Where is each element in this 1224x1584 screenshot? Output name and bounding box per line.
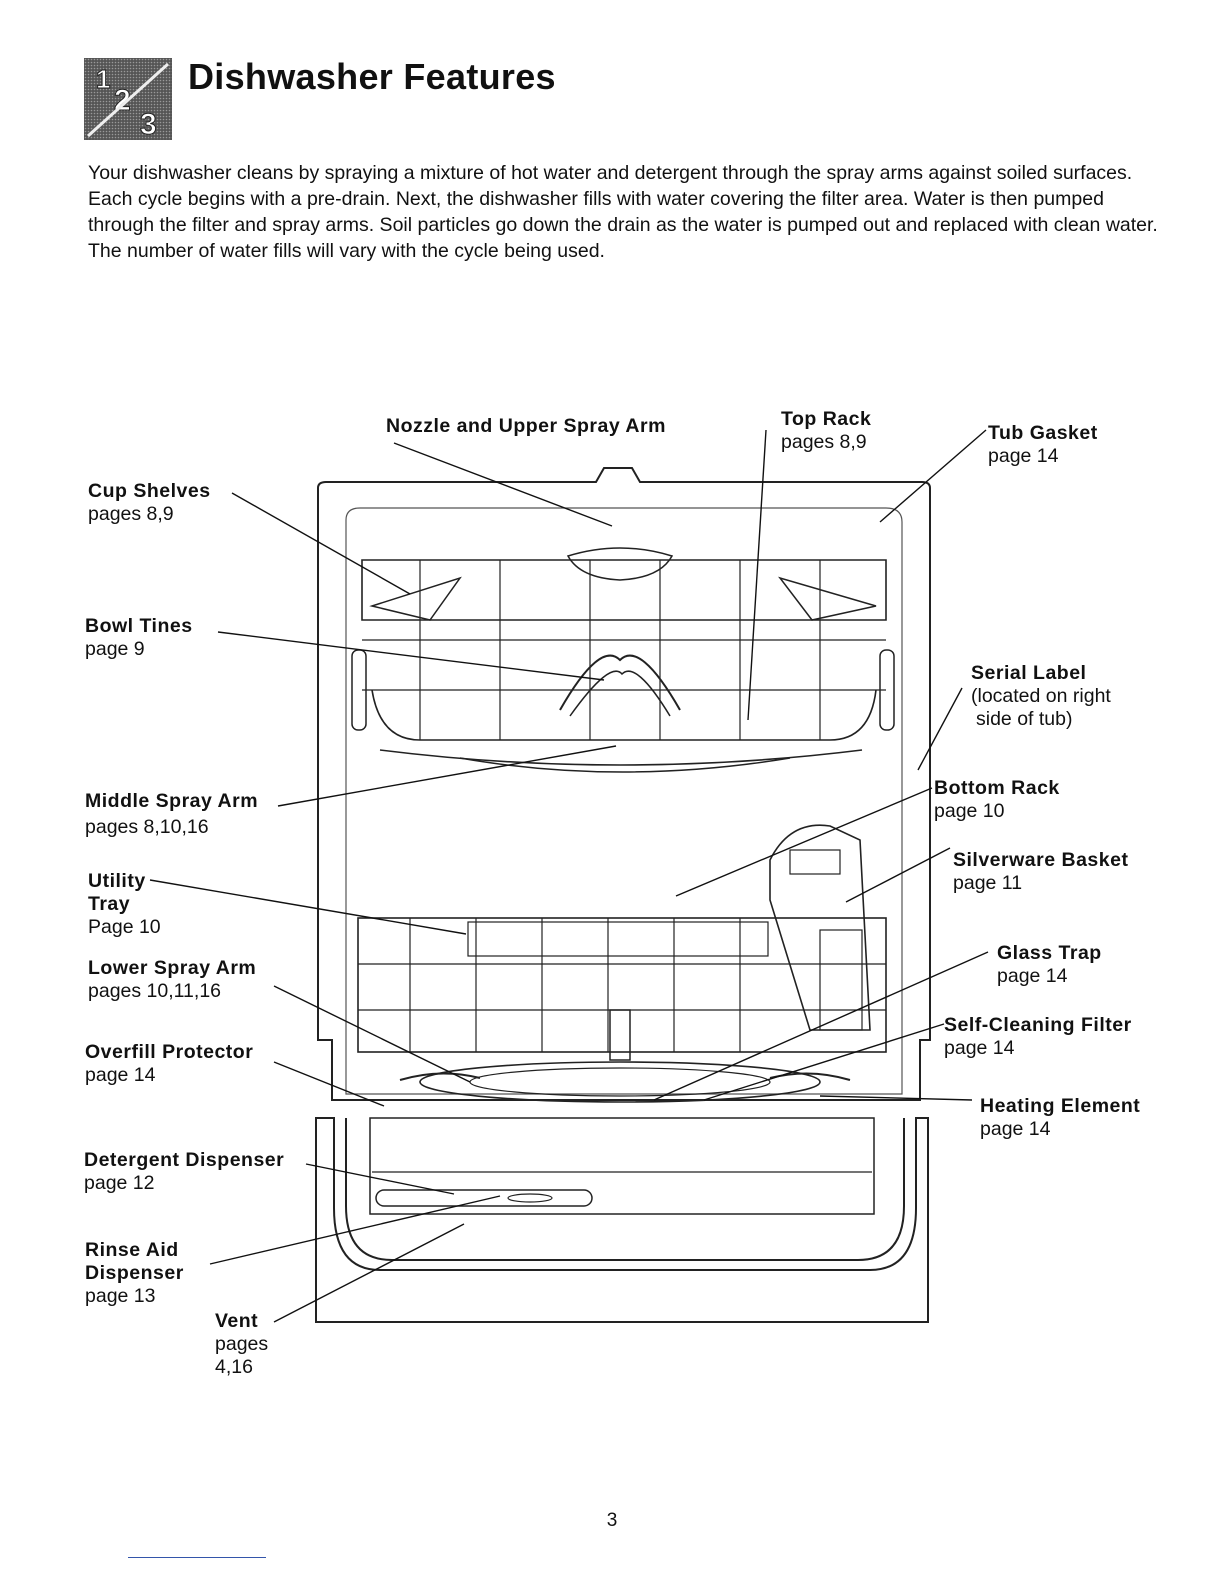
label-self-cleaning-filter: Self-Cleaning Filter page 14 — [944, 1014, 1132, 1060]
label-page: pages 8,9 — [781, 431, 867, 453]
label-name: Self-Cleaning Filter — [944, 1014, 1132, 1036]
label-rinse-aid-dispenser: Rinse Aid Dispenser page 13 — [85, 1239, 184, 1308]
label-top-rack: Top Rack pages 8,9 — [781, 408, 871, 454]
label-name: Vent — [215, 1310, 259, 1332]
label-utility-tray: Utility Tray Page 10 — [88, 870, 161, 939]
label-page: Page 10 — [88, 916, 161, 938]
label-serial-label: Serial Label (located on right side of t… — [971, 662, 1111, 731]
label-name: Overfill Protector — [85, 1041, 254, 1063]
label-vent: Vent pages 4,16 — [215, 1310, 268, 1379]
label-page: pages 8,9 — [88, 503, 174, 525]
page-number: 3 — [606, 1510, 618, 1531]
label-page: page 14 — [988, 445, 1059, 467]
footer-divider — [128, 1557, 266, 1558]
label-page: page 14 — [85, 1064, 156, 1086]
label-page: page 14 — [944, 1037, 1015, 1059]
label-page: (located on right — [971, 685, 1111, 707]
label-name: Nozzle and Upper Spray Arm — [386, 415, 666, 437]
label-heating-element: Heating Element page 14 — [980, 1095, 1140, 1141]
label-name: Top Rack — [781, 408, 872, 430]
label-bottom-rack: Bottom Rack page 10 — [934, 777, 1060, 823]
label-name: Bottom Rack — [934, 777, 1060, 799]
label-tub-gasket: Tub Gasket page 14 — [988, 422, 1098, 468]
label-page: pages 10,11,16 — [88, 980, 222, 1002]
label-page: page 11 — [953, 872, 1023, 894]
label-name: Middle Spray Arm — [85, 790, 259, 812]
label-page: pages 8,10,16 — [85, 816, 209, 838]
label-page: page 9 — [85, 638, 145, 660]
label-name: Utility — [88, 870, 146, 892]
label-middle-spray-arm: Middle Spray Arm pages 8,10,16 — [85, 790, 258, 839]
label-name: Bowl Tines — [85, 615, 193, 637]
label-page: side of tub) — [976, 708, 1073, 730]
label-page: pages — [215, 1333, 269, 1355]
label-overfill-protector: Overfill Protector page 14 — [85, 1041, 253, 1087]
page-title: Dishwasher Features — [188, 56, 556, 97]
label-name: Lower Spray Arm — [88, 957, 257, 979]
label-page: page 13 — [85, 1285, 156, 1307]
label-page: page 14 — [997, 965, 1068, 987]
label-name: Tub Gasket — [988, 422, 1098, 444]
label-bowl-tines: Bowl Tines page 9 — [85, 615, 193, 661]
label-name: Heating Element — [980, 1095, 1141, 1117]
label-page: page 12 — [84, 1172, 155, 1194]
label-name: Silverware Basket — [953, 849, 1129, 871]
label-name: Tray — [88, 893, 131, 915]
1-2-3-steps-icon: 1 2 3 — [84, 58, 172, 142]
svg-text:3: 3 — [140, 108, 157, 141]
label-name: Serial Label — [971, 662, 1087, 684]
label-name: Rinse Aid — [85, 1239, 179, 1261]
label-page: page 14 — [980, 1118, 1051, 1140]
label-detergent-dispenser: Detergent Dispenser page 12 — [84, 1149, 284, 1195]
label-cup-shelves: Cup Shelves pages 8,9 — [88, 480, 211, 526]
label-name: Dispenser — [85, 1262, 184, 1284]
label-name: Detergent Dispenser — [84, 1149, 285, 1171]
label-nozzle-upper-spray-arm: Nozzle and Upper Spray Arm — [386, 415, 666, 438]
label-page: 4,16 — [215, 1356, 253, 1378]
label-glass-trap: Glass Trap page 14 — [997, 942, 1102, 988]
intro-paragraph: Your dishwasher cleans by spraying a mix… — [88, 162, 1158, 262]
label-page: page 10 — [934, 800, 1005, 822]
label-name: Cup Shelves — [88, 480, 211, 502]
label-lower-spray-arm: Lower Spray Arm pages 10,11,16 — [88, 957, 256, 1003]
svg-text:1: 1 — [96, 64, 110, 94]
label-silverware-basket: Silverware Basket page 11 — [953, 849, 1128, 895]
label-name: Glass Trap — [997, 942, 1102, 964]
